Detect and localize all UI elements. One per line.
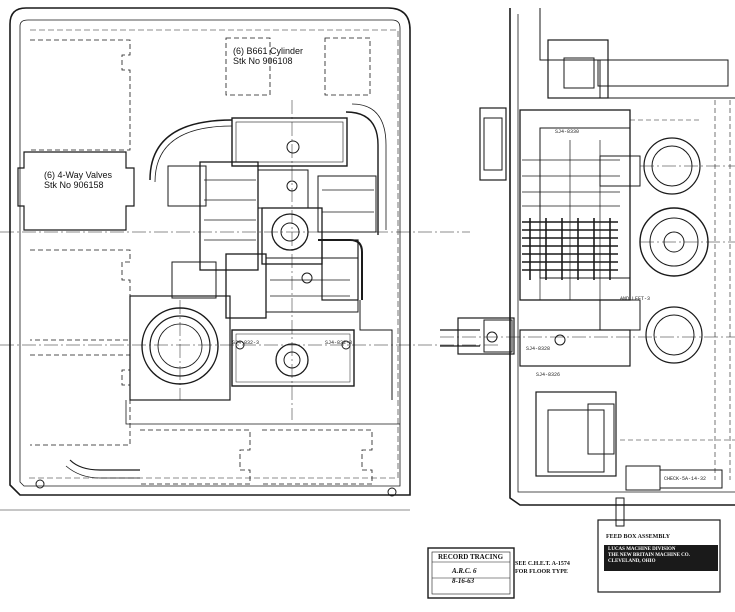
see-note: SEE C.H.E.T. A-1574 FOR FLOOR TYPE xyxy=(515,560,570,576)
part-tag-3: SJ4-832-3 xyxy=(325,340,353,346)
record-tracing-stamp xyxy=(427,547,515,599)
right-view-outline xyxy=(509,8,735,506)
title-block-line1: FEED BOX ASSEMBLY xyxy=(606,534,671,540)
cylinder-label-line1: (6) B661 Cylinder xyxy=(233,46,304,56)
record-tracing-row2: 8-16-63 xyxy=(452,577,475,585)
valves-callout-box xyxy=(17,151,135,231)
note-left-3: AND LEFT-3 xyxy=(620,296,651,302)
part-tag-5: SJ4-8326 xyxy=(536,372,561,378)
left-panel-outline xyxy=(9,7,411,496)
title-block-line3: THE NEW BRITAIN MACHINE CO. xyxy=(608,553,690,558)
valves-label-line1: (6) 4-Way Valves xyxy=(44,170,113,180)
record-tracing-row1: A.R.C. 6 xyxy=(452,567,477,575)
title-block xyxy=(597,519,721,593)
part-tag-1: SJ4-8330 xyxy=(555,129,580,135)
record-tracing-rows: A.R.C. 6 8-16-63 xyxy=(452,566,477,586)
cylinder-label: (6) B661 Cylinder Stk No 906108 xyxy=(233,46,303,66)
record-tracing-title: RECORD TRACING xyxy=(438,553,504,561)
valves-label: (6) 4-Way Valves Stk No 906158 xyxy=(44,170,112,190)
valves-label-line2: Stk No 906158 xyxy=(44,180,104,190)
title-block-line2: LUCAS MACHINE DIVISION xyxy=(608,547,676,552)
title-block-line4: CLEVELAND, OHIO xyxy=(608,559,656,564)
record-tracing-text: RECORD TRACING xyxy=(438,553,503,561)
part-tag-4: SJ4-8328 xyxy=(526,346,551,352)
note-check: CHECK-5A-14-32 xyxy=(664,476,707,482)
see-note-line2: FOR FLOOR TYPE xyxy=(515,569,568,575)
cylinder-label-line2: Stk No 906108 xyxy=(233,56,293,66)
see-note-line1: SEE C.H.E.T. A-1574 xyxy=(515,561,570,567)
title-block-text: LUCAS MACHINE DIVISION THE NEW BRITAIN M… xyxy=(608,547,690,565)
part-tag-2: SJ4-832-3 xyxy=(232,340,260,346)
